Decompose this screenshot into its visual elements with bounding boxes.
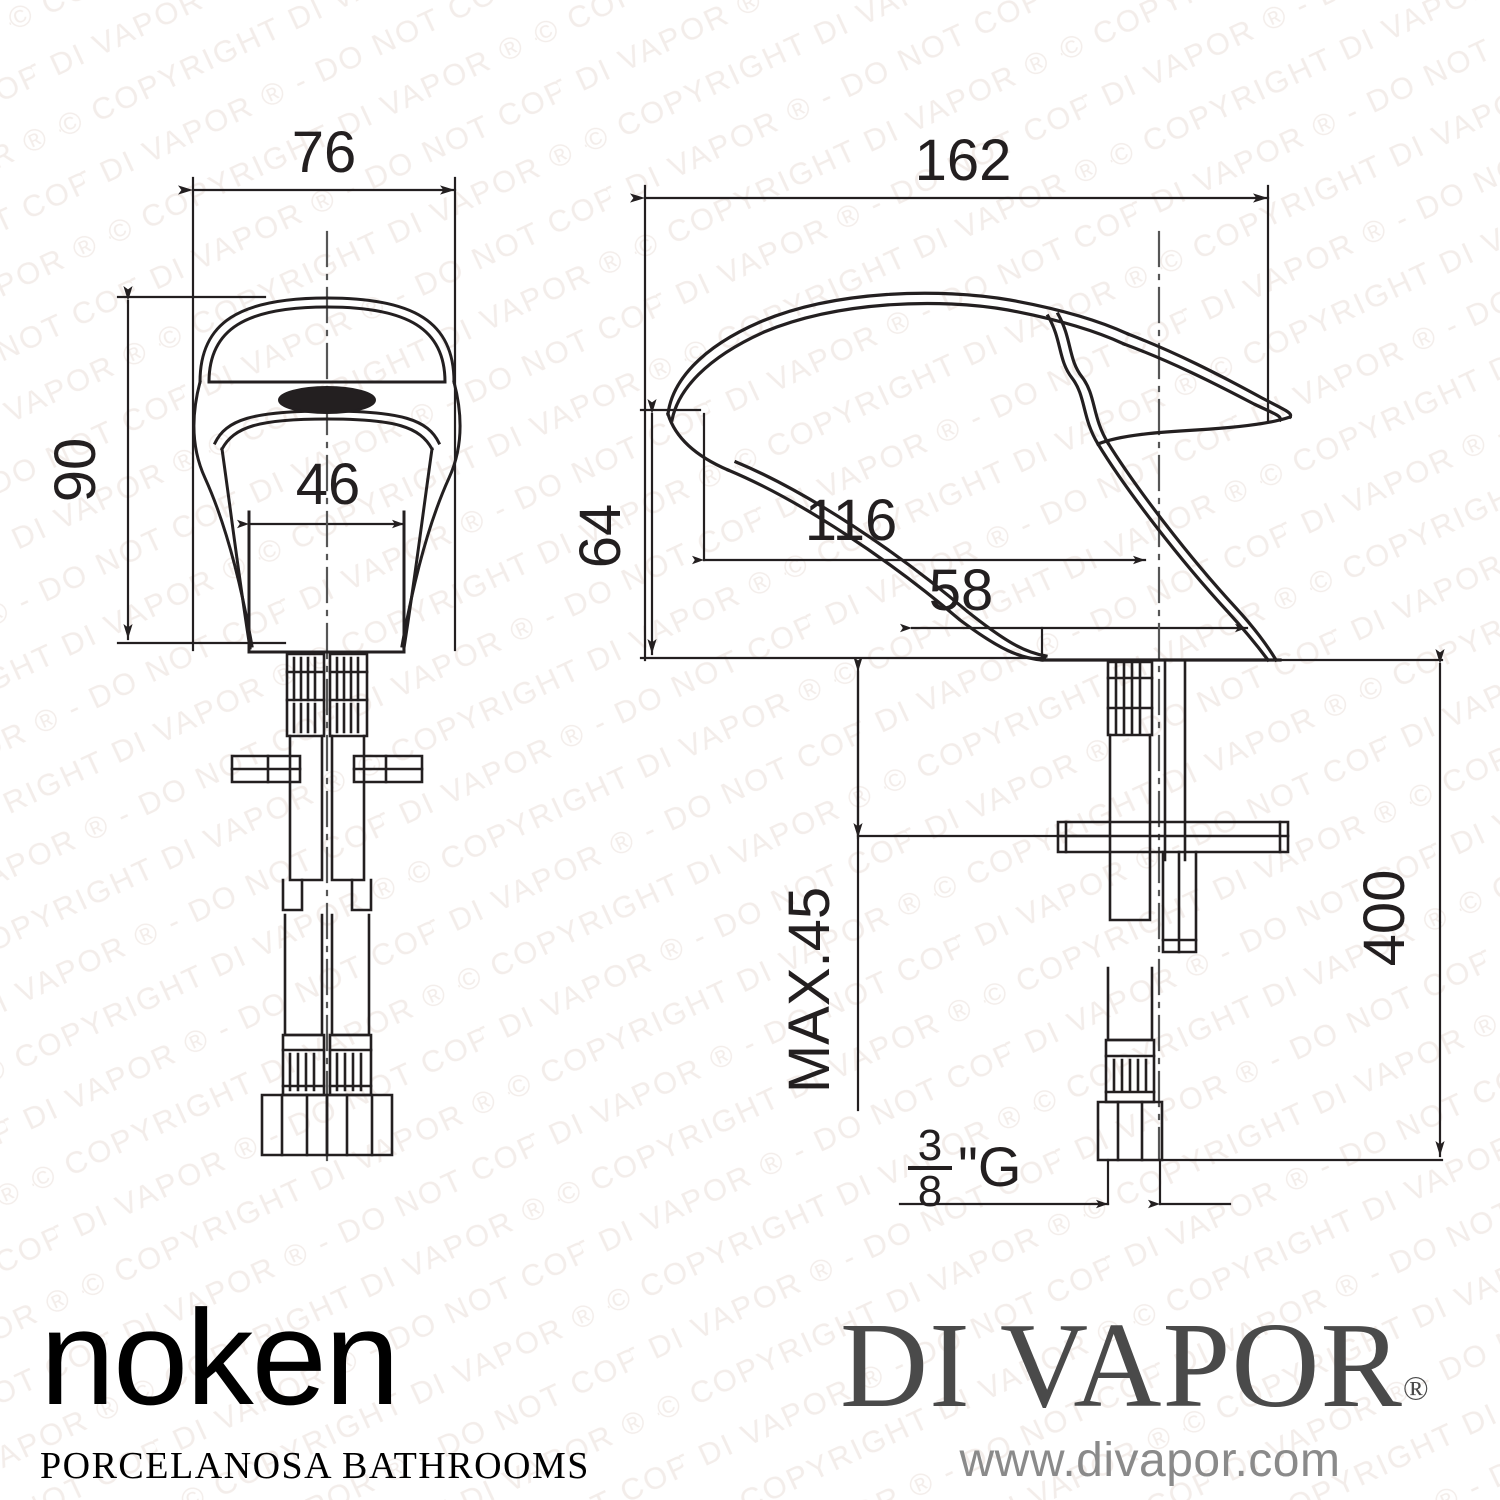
thread-numerator: 3 — [918, 1121, 942, 1170]
dim-label-400: 400 — [1352, 870, 1417, 967]
noken-tagline: PORCELANOSA BATHROOMS — [40, 1445, 590, 1487]
dim-label-76: 76 — [292, 120, 357, 185]
side-view-body — [665, 291, 1293, 663]
front-view-shank — [230, 652, 424, 1157]
dim-label-90: 90 — [43, 438, 108, 503]
dim-label-58: 58 — [929, 558, 994, 623]
noken-wordmark: noken — [40, 1282, 400, 1433]
thread-denominator: 8 — [918, 1167, 942, 1216]
noken-logo: noken PORCELANOSA BATHROOMS — [40, 1290, 590, 1485]
side-view-shank — [1056, 660, 1290, 1162]
thread-spec-label: 3 8 "G — [908, 1121, 1021, 1216]
dim-label-46: 46 — [296, 452, 361, 517]
dim-label-64: 64 — [568, 504, 633, 569]
dim-label-max45: MAX.45 — [777, 887, 842, 1093]
registered-trademark-icon: ® — [1402, 1370, 1430, 1408]
divapor-url: www.divapor.com — [959, 1434, 1341, 1487]
divapor-logo: DI VAPOR® www.divapor.com — [840, 1305, 1480, 1485]
sensor-indicator — [278, 386, 376, 414]
thread-suffix: "G — [958, 1135, 1021, 1198]
dim-label-162: 162 — [915, 128, 1012, 193]
front-view-body — [192, 296, 462, 654]
divapor-wordmark: DI VAPOR — [840, 1298, 1403, 1433]
dim-label-116: 116 — [805, 488, 897, 553]
